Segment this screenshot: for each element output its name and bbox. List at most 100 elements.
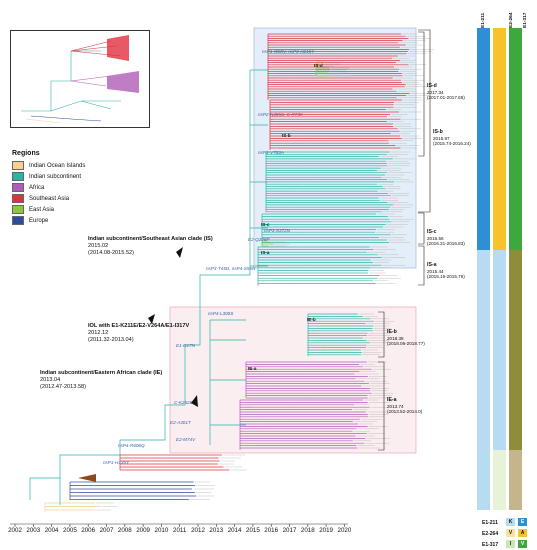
swatch-indian-ocean-islands (12, 161, 24, 170)
genotype-key-cell: I (506, 540, 515, 548)
legend-label: Africa (29, 184, 45, 191)
axis-tick-label: 2009 (136, 527, 150, 534)
subclade-date: 2018.38 (387, 335, 404, 341)
inset-branch (30, 115, 102, 122)
mutation-label: E2-Q208P (248, 237, 270, 242)
genotype-bar (477, 28, 490, 250)
subclade-range: (2018.06-2018.77) (387, 341, 425, 347)
swatch-indian-subcontinent (12, 172, 24, 181)
genotype-bar (477, 450, 490, 510)
axis-tick-label: 2013 (209, 527, 224, 534)
legend-label: Indian Ocean Islands (29, 162, 86, 169)
axis-tick-label: 2019 (319, 527, 333, 534)
swatch-africa (12, 183, 24, 192)
mutation-label: nsP3-T45D, nsP4-S55N (206, 266, 256, 271)
axis-tick-label: 2006 (81, 527, 96, 534)
subclade-date: 2013.74 (387, 403, 404, 409)
mutation-label: nsP4-R606Q (118, 443, 145, 448)
iol-arrow (148, 314, 155, 324)
axis-tick-label: 2012 (191, 527, 205, 534)
subclade-isc: IS-c 2016.56 (2016.31-2016.83) (427, 229, 465, 247)
axis-tick-label: 2017 (282, 527, 297, 534)
is-clade-date: 2015.02 (88, 242, 109, 249)
iol-clade-date: 2012.12 (88, 329, 109, 336)
subclade-date: 2015.97 (433, 135, 450, 141)
subclade-name: IE-a (387, 397, 397, 403)
genotype-key-label: E1-317 (482, 541, 499, 548)
ie-clade-label: Indian subcontinent/Eastern African clad… (40, 370, 162, 390)
ie-clade-date: 2013.04 (40, 376, 61, 383)
mutation-label: E2-A301T (170, 420, 191, 425)
inset-collapsed-clade (107, 71, 139, 93)
swatch-europe (12, 216, 24, 225)
root-arrow (78, 474, 96, 482)
axis-tick-label: 2007 (99, 527, 114, 534)
swatch-east-asia (12, 205, 24, 214)
subclade-name: IS-c (427, 229, 437, 235)
genotype-bar (493, 450, 506, 510)
mutation-label: nsP3-V783A (258, 150, 284, 155)
subclade-date: 2016.56 (427, 235, 444, 241)
genotype-key-row: E1-317 (482, 540, 498, 549)
subclade-isb: IS-b 2015.97 (2015.74-2016.24) (433, 129, 471, 147)
inset-branch (70, 75, 112, 87)
axis-tick-label: 2014 (227, 527, 242, 534)
legend-label: Europe (29, 217, 49, 224)
inset-collapsed-clade (107, 35, 129, 61)
iol-clade-label: IOL with E1-K211E/E2-V264A/E1-I317V 2012… (88, 323, 189, 343)
axis-tick-label: 2018 (300, 527, 315, 534)
genotype-bar (477, 250, 490, 450)
inset-branch (21, 50, 101, 112)
mutation-label: nsP2-N495S, C-R73K (258, 112, 303, 117)
genotype-key-row: E1-211 (482, 518, 498, 527)
legend-item-2: Africa (12, 182, 132, 193)
tree-backbone (29, 265, 251, 500)
overview-inset (10, 30, 150, 128)
legend-label: East Asia (29, 206, 55, 213)
clade-brackets (378, 29, 431, 451)
subclade-isa: IS-a 2015.44 (2015.15-2015.76) (427, 262, 465, 280)
legend-title: Regions (12, 150, 40, 157)
genotype-bar (509, 28, 522, 250)
ie-clade-range: (2012.47-2013.58) (40, 383, 87, 390)
ie-clade-title: Indian subcontinent/Eastern African clad… (40, 370, 163, 376)
subclade-ieb: IE-b 2018.38 (2018.06-2018.77) (387, 329, 425, 347)
is-clade-range: (2014.08-2015.52) (88, 249, 135, 256)
genotype-key-cell: V (506, 529, 515, 537)
legend-item-1: Indian subcontinent (12, 171, 132, 182)
subclade-range: (2016.31-2016.83) (427, 241, 465, 247)
is-clade-label: Indian subcontinent/Southeast Asian clad… (88, 236, 213, 256)
axis-tick-label: 2003 (26, 527, 41, 534)
region-legend: Regions Indian Ocean Islands Indian subc… (12, 150, 132, 226)
axis-tick-label: 2002 (8, 527, 22, 534)
axis-tick-label: 2020 (337, 527, 352, 534)
iol-clade-title: IOL with E1-K211E/E2-V264A/E1-I317V (88, 323, 190, 329)
axis-tick-label: 2008 (117, 527, 132, 534)
genotype-key-cell: A (518, 529, 527, 537)
mutation-label: nsP1-H135Y (103, 460, 130, 465)
genotype-col-header: E1-211 (481, 12, 486, 28)
subclade-isd: IS-d 2017.34 (2017.01-2017.65) (427, 83, 465, 101)
axis-tick-label: 2011 (173, 527, 187, 534)
subclade-iea: IE-a 2013.74 (2013.52-2014.0) (387, 397, 422, 415)
genotype-bar (509, 250, 522, 450)
axis-tick-label: 2004 (44, 527, 59, 534)
axis-tick-label: 2010 (154, 527, 169, 534)
node-label-ieb: IE-b (307, 317, 316, 322)
inset-branch (50, 100, 121, 112)
inset-tree (21, 35, 139, 124)
mutation-label: nsP3-S372N (264, 228, 291, 233)
swatch-southeast-asia (12, 194, 24, 203)
node-label-isd: IS-d (314, 63, 323, 68)
node-label-isc: IS-c (261, 222, 270, 227)
genotype-key-label: E1-211 (482, 519, 498, 526)
subclade-name: IE-b (387, 329, 397, 335)
genotype-key-cell: V (518, 540, 527, 548)
legend-item-3: Southeast Asia (12, 193, 132, 204)
genotype-col-header: E2-264 (509, 12, 514, 28)
genotype-bar (493, 28, 506, 250)
legend-label: Southeast Asia (29, 195, 70, 202)
subclade-name: IS-d (427, 83, 437, 89)
genotype-key-cell: E (518, 518, 527, 526)
